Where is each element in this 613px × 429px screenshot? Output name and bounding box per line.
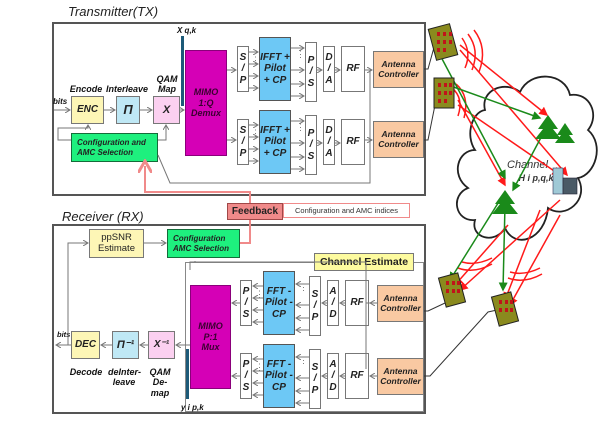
interleave-label: Interleave [105, 84, 149, 94]
tree-icon-2 [555, 123, 575, 143]
tx-stream-label: X q,k [177, 26, 197, 35]
feedback-description: Configuration and AMC indices [283, 203, 410, 218]
tx-ifft-2: IFFT + Pilot + CP [259, 110, 291, 174]
rx-sp-2: S / P [309, 349, 321, 409]
tx-ifft-1: IFFT + Pilot + CP [259, 37, 291, 101]
encode-label: Encode [69, 84, 103, 94]
enc-block: ENC [71, 96, 104, 124]
channel-cloud-icon [456, 75, 598, 241]
tx-da-1: D / A [323, 46, 335, 92]
interleaver-block: Π [116, 96, 140, 124]
building-icon [552, 167, 578, 195]
svg-text:⋮: ⋮ [299, 282, 308, 292]
antenna-elements [437, 32, 513, 312]
rx-ps-2: P / S [240, 353, 252, 399]
qam-demap-label: QAM De-map [149, 367, 171, 398]
tx-ps-1: P / S [305, 42, 317, 102]
tx-da-2: D / A [323, 119, 335, 165]
rx-ad-1: A / D [327, 280, 339, 326]
feedback-line [145, 166, 251, 203]
rx-sp-1: S / P [309, 276, 321, 336]
rx-rf-1: RF [345, 280, 369, 326]
rx-rf-2: RF [345, 353, 369, 399]
svg-text:⋮: ⋮ [255, 362, 264, 372]
scattered-paths [451, 29, 568, 307]
rx-fft-2: FFT - Pilot - CP [263, 344, 295, 408]
rx-antenna-controller-2: Antenna Controller [377, 358, 424, 395]
svg-text:⋮: ⋮ [255, 289, 264, 299]
tx-sp-1: S / P [237, 46, 249, 92]
feedback-badge: Feedback [227, 203, 283, 220]
tree-icon-group [492, 115, 575, 214]
deinterleaver-block: Π⁻¹ [112, 331, 139, 359]
tree-icon-1 [535, 115, 561, 139]
rx-ps-1: P / S [240, 280, 252, 326]
qam-map-block: X [153, 96, 180, 124]
tx-signal-arrows [54, 48, 372, 184]
svg-text:⋮: ⋮ [251, 55, 260, 65]
ppsnr-estimate-block: ppSNR Estimate [89, 229, 144, 258]
rx-config-amc-block: Configuration AMC Selection [167, 229, 240, 258]
tx-antenna-controller-1: Antenna Controller [373, 51, 424, 88]
tx-ellipsis-dots: ⋮ ⋮ ⋮ ⋮ [251, 49, 305, 138]
qam-demap-block: X⁻¹ [148, 331, 175, 359]
rx-title: Receiver (RX) [62, 209, 144, 224]
channel-matrix-label: H i p,q,k [518, 173, 554, 183]
tx-ps-2: P / S [305, 115, 317, 175]
deinterleave-label: deInter-leave [108, 367, 142, 388]
rx-fft-1: FFT - Pilot - CP [263, 271, 295, 335]
rx-ad-2: A / D [327, 353, 339, 399]
tree-icon-3 [492, 190, 518, 214]
rx-stream-label: y i p,k [181, 403, 204, 412]
tx-antenna-controller-2: Antenna Controller [373, 121, 424, 158]
rx-bits-label: bits [57, 330, 71, 339]
dec-block: DEC [71, 331, 100, 359]
mimo-mux-block: MIMO P:1 Mux [190, 285, 231, 389]
tx-bits-label: bits [53, 97, 68, 106]
tx-rf-2: RF [341, 119, 365, 165]
direct-paths [439, 54, 546, 292]
qam-map-label: QAM Map [156, 74, 178, 95]
tx-title: Transmitter(TX) [68, 4, 159, 19]
svg-text:⋮: ⋮ [296, 49, 305, 59]
channel-label: Channel [507, 159, 548, 171]
tx-config-amc-block: Configuration and AMC Selection [71, 133, 158, 162]
rx-stream-bar [186, 349, 189, 399]
mimo-demux-block: MIMO 1:Q Demux [185, 50, 227, 156]
decode-label: Decode [69, 367, 103, 377]
rx-signal-arrows [56, 243, 377, 403]
tx-stream-bar [181, 36, 184, 106]
rx-ellipsis-dots: ⋮ ⋮ ⋮ ⋮ [255, 282, 308, 372]
svg-text:⋮: ⋮ [299, 355, 308, 365]
svg-text:⋮: ⋮ [296, 122, 305, 132]
rx-antenna-controller-1: Antenna Controller [377, 285, 424, 322]
tx-rf-1: RF [341, 46, 365, 92]
tx-sp-2: S / P [237, 119, 249, 165]
svg-text:⋮: ⋮ [251, 128, 260, 138]
